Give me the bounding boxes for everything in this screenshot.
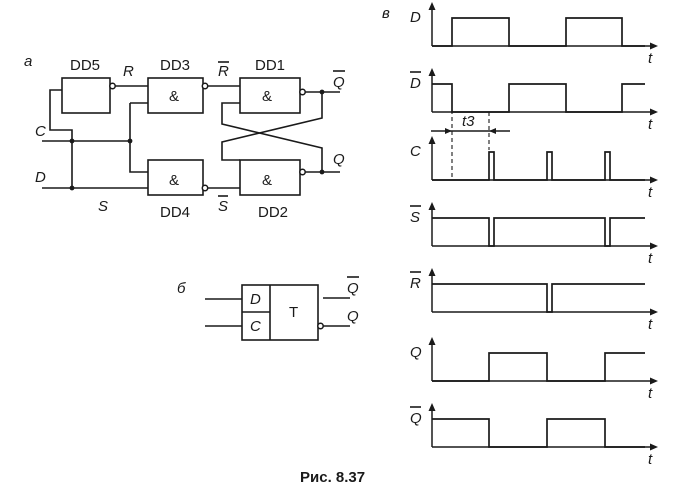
time-axis-arrow xyxy=(650,176,658,184)
timing-label-d: D xyxy=(410,9,421,26)
signal-s-bar-label: S xyxy=(218,198,228,215)
waveform-q xyxy=(432,352,645,382)
gate-dd4-inverter-bubble xyxy=(201,184,209,192)
signal-r-label: R xyxy=(123,63,134,80)
panel-a-circuit: а xyxy=(24,53,345,221)
gate-dd3 xyxy=(147,77,204,114)
gate-dd3-inverter-bubble xyxy=(201,82,209,90)
waveform-q-bar xyxy=(432,418,645,448)
signal-axis-arrow xyxy=(428,337,436,345)
circuit-wires xyxy=(42,85,340,191)
gate-dd5-inverter-bubble xyxy=(109,82,116,90)
signal-axis-arrow xyxy=(428,136,436,144)
gate-dd4 xyxy=(147,159,204,196)
timing-label-d-bar: D xyxy=(410,75,421,92)
time-axis-arrow xyxy=(650,377,658,385)
waveform-s-bar xyxy=(432,217,645,247)
waveform-c xyxy=(432,151,645,181)
signal-axis-arrow xyxy=(428,268,436,276)
waveform-r-bar xyxy=(432,283,645,313)
timing-label-r-bar: R xyxy=(410,275,421,292)
signal-q-label: Q xyxy=(333,151,345,168)
time-axis-label: t xyxy=(648,385,653,402)
timing-label-c: C xyxy=(410,143,421,160)
gate-dd1-label: DD1 xyxy=(255,57,285,74)
trigger-output-q-label: Q xyxy=(347,308,359,325)
gate-dd4-label: DD4 xyxy=(160,204,190,221)
time-axis-label: t xyxy=(648,316,653,333)
gate-dd3-label: DD3 xyxy=(160,57,190,74)
gate-dd2-inverter-bubble xyxy=(299,168,306,176)
gate-dd2-label: DD2 xyxy=(258,204,288,221)
gate-dd5 xyxy=(61,77,111,114)
timing-row-q: Qt xyxy=(410,337,658,402)
time-axis-arrow xyxy=(650,42,658,50)
trigger-inverted-output-bubble xyxy=(317,322,324,330)
time-axis-arrow xyxy=(650,308,658,316)
gate-dd5-label: DD5 xyxy=(70,57,100,74)
timing-label-q: Q xyxy=(410,344,422,361)
timing-row-c: Ct xyxy=(410,136,658,201)
trigger-input-d-label: D xyxy=(250,291,261,308)
gate-dd2 xyxy=(239,159,301,196)
t3-interval-label: t3 xyxy=(462,113,475,130)
waveform-d xyxy=(432,17,645,47)
timing-label-q-bar: Q xyxy=(410,410,422,427)
signal-d-label: D xyxy=(35,169,46,186)
timing-label-s-bar: S xyxy=(410,209,420,226)
signal-axis-arrow xyxy=(428,403,436,411)
panel-label-v: в xyxy=(382,5,390,22)
figure-caption: Рис. 8.37 xyxy=(300,469,365,486)
timing-row-d-bar: Dt xyxy=(410,68,658,133)
trigger-output-q-bar-label: Q xyxy=(347,280,359,297)
signal-axis-arrow xyxy=(428,2,436,10)
signal-axis-arrow xyxy=(428,68,436,76)
signal-q-bar-label: Q xyxy=(333,74,345,91)
gate-dd4-and-symbol: & xyxy=(169,172,179,189)
gate-dd3-and-symbol: & xyxy=(169,88,179,105)
time-axis-label: t xyxy=(648,184,653,201)
signal-s-label: S xyxy=(98,198,108,215)
timing-row-s-bar: St xyxy=(410,202,658,267)
panel-label-b: б xyxy=(177,280,186,297)
timing-row-d: Dt xyxy=(410,2,658,67)
time-axis-arrow xyxy=(650,242,658,250)
time-axis-label: t xyxy=(648,50,653,67)
panel-label-a: а xyxy=(24,53,32,70)
t3-arrow-right xyxy=(489,128,496,134)
gate-dd1 xyxy=(239,77,301,114)
timing-row-r-bar: Rt xyxy=(410,268,658,333)
waveform-d-bar xyxy=(432,83,645,113)
time-axis-arrow xyxy=(650,443,658,451)
timing-row-q-bar: Qt xyxy=(410,403,658,468)
trigger-type-label: T xyxy=(289,304,298,321)
time-axis-label: t xyxy=(648,451,653,468)
signal-axis-arrow xyxy=(428,202,436,210)
time-axis-arrow xyxy=(650,108,658,116)
signal-c-label: C xyxy=(35,123,46,140)
trigger-input-c-label: C xyxy=(250,318,261,335)
time-axis-label: t xyxy=(648,250,653,267)
gate-dd1-and-symbol: & xyxy=(262,88,272,105)
gate-dd2-and-symbol: & xyxy=(262,172,272,189)
signal-r-bar-label: R xyxy=(218,63,229,80)
gate-dd1-inverter-bubble xyxy=(299,88,306,96)
panel-b-trigger-symbol: б D C T Q Q xyxy=(177,276,359,341)
t3-arrow-left xyxy=(445,128,452,134)
time-axis-label: t xyxy=(648,116,653,133)
